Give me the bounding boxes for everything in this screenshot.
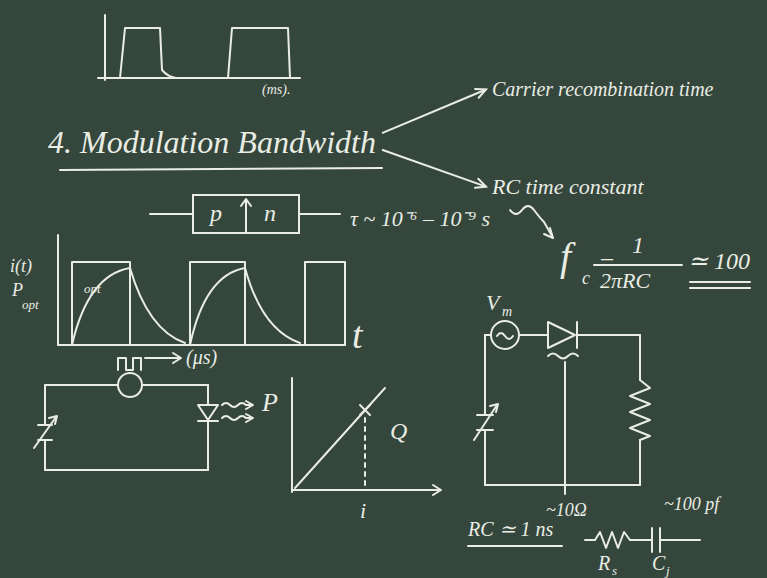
- led-drive-circuit: [34, 358, 253, 470]
- unit-label: (μs): [186, 346, 217, 369]
- squiggle-arrow: [510, 206, 553, 238]
- formula-symbol: f: [560, 234, 571, 280]
- formula-denominator: 2πRC: [600, 268, 650, 293]
- axis-subscript: opt: [22, 298, 39, 313]
- title-underline: [60, 168, 382, 170]
- point-label: Q: [390, 418, 407, 446]
- modulation-circuit: [474, 321, 650, 494]
- branch-arrow: [382, 150, 486, 188]
- double-underline: [690, 281, 750, 283]
- branch-text: Carrier recombination time: [492, 78, 713, 101]
- axis-label: i(t): [10, 256, 32, 277]
- heading-text: 4. Modulation Bandwidth: [48, 124, 376, 161]
- value-label: ~10Ω: [546, 500, 587, 521]
- pulse-response-graph: [58, 235, 345, 363]
- pn-junction-symbol: [150, 199, 340, 232]
- unit-label: (ms).: [262, 82, 290, 98]
- curve-label: opt: [84, 282, 101, 297]
- component-label: R: [598, 552, 610, 575]
- heading-text: 4. Modulation Bandwidth: [48, 124, 376, 161]
- region-label: n: [264, 200, 276, 228]
- formula-value: ≃ 100: [688, 248, 750, 276]
- axis-label: i: [360, 498, 366, 523]
- component-subscript: s: [612, 564, 617, 578]
- component-subscript: j: [666, 564, 670, 578]
- branch-text: RC time constant: [492, 174, 644, 199]
- branch-text: RC time constant: [492, 174, 644, 199]
- source-subscript: m: [502, 304, 512, 320]
- formula-subscript: c: [582, 268, 590, 289]
- value-label: ~100 pf: [664, 494, 719, 515]
- rc-estimate: RC ≃ 1 ns: [468, 518, 553, 541]
- branch-text: Carrier recombination time: [492, 78, 713, 101]
- axis-label: P: [12, 280, 23, 301]
- double-underline: [690, 287, 750, 289]
- pulse-graph-top: [98, 15, 300, 80]
- branch-arrow: [382, 89, 486, 133]
- time-constant-note: τ ~ 10⁻⁶ – 10⁻⁹ s: [350, 206, 490, 231]
- axis-label: t: [352, 314, 363, 358]
- source-label: V: [486, 290, 499, 315]
- formula-numerator: 1: [632, 232, 644, 260]
- region-label: p: [210, 200, 222, 228]
- component-label: C: [652, 552, 665, 575]
- power-current-graph: [292, 378, 441, 495]
- axis-label: P: [262, 388, 278, 418]
- pn-junction-box: pn: [192, 194, 300, 234]
